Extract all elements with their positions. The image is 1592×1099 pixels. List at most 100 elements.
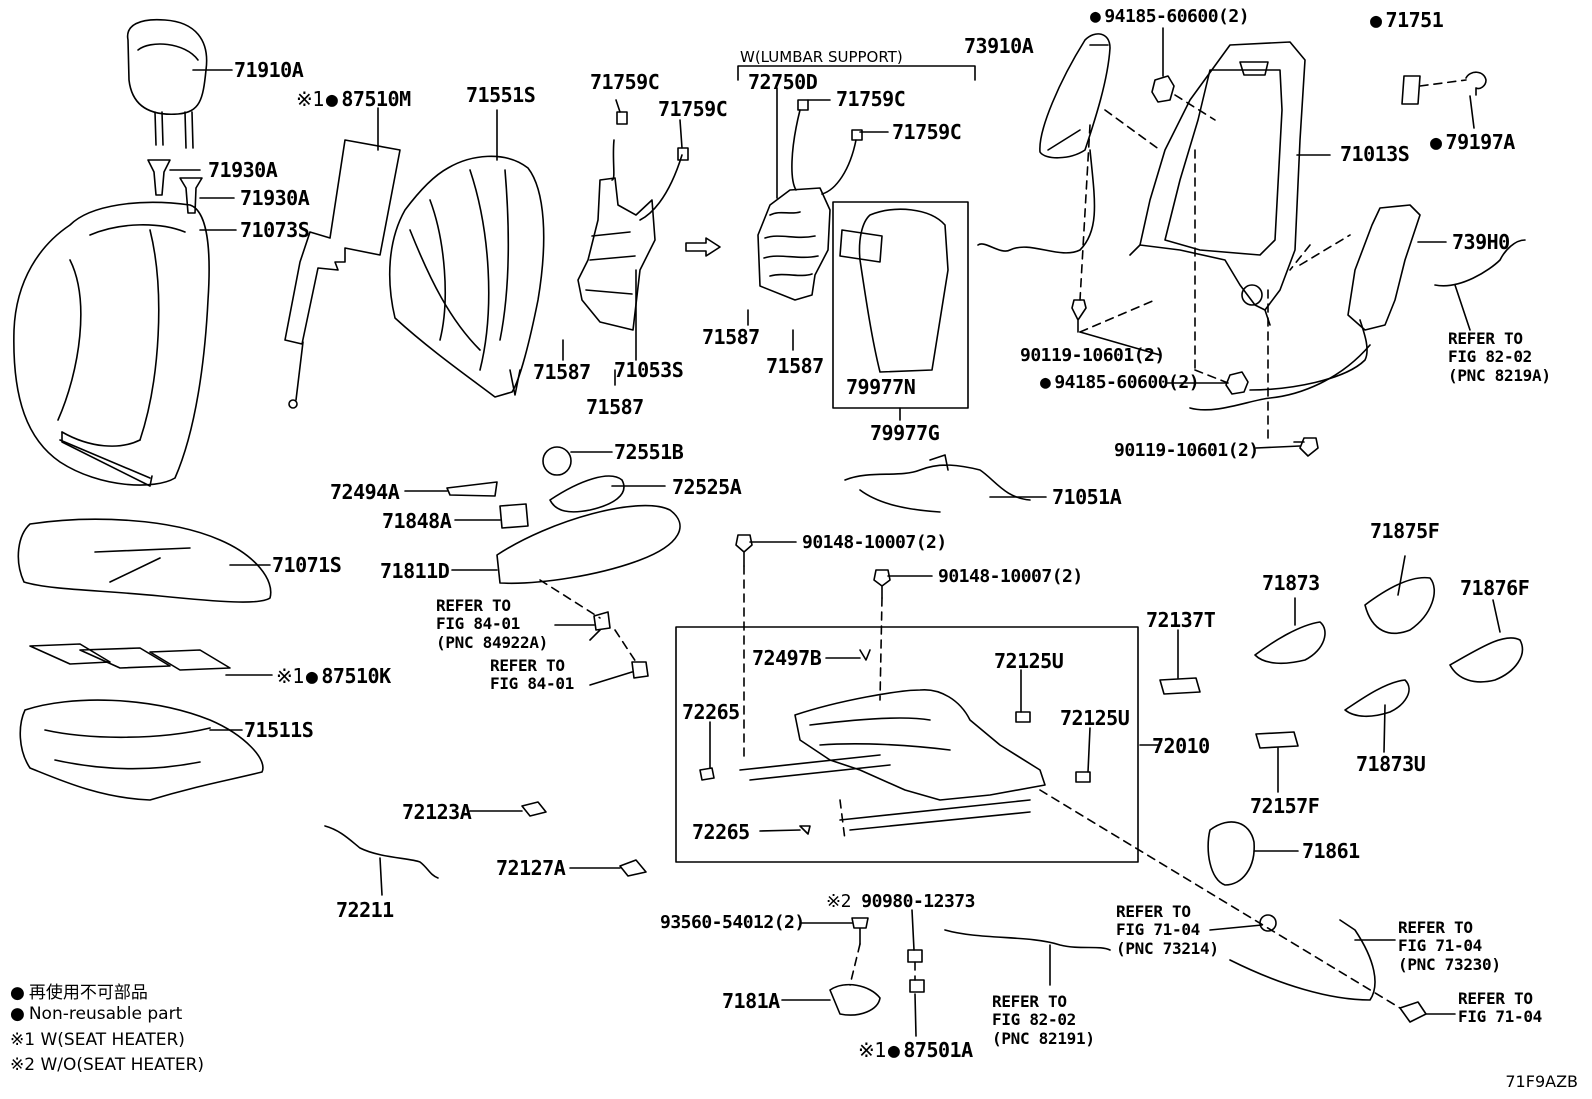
cover-72157F-shape	[1255, 731, 1299, 749]
seat-heater-cushion-shape	[29, 643, 231, 671]
figure-code: 71F9AZB	[1505, 1072, 1578, 1091]
lumbar-frame-shape	[577, 111, 689, 361]
cushion-cover-shape	[17, 518, 272, 603]
note-mark-1: ※1	[296, 87, 324, 111]
headrest-shape	[126, 18, 208, 149]
part-label-71053S: 71053S	[614, 358, 684, 382]
part-label-72010: 72010	[1152, 734, 1210, 758]
part-label-71751: 71751	[1370, 8, 1444, 32]
part-label-71873U: 71873U	[1356, 752, 1426, 776]
part-label-72125U-2: 72125U	[1060, 706, 1130, 730]
part-label-71759C-4: 71759C	[892, 120, 962, 144]
refer-note-84-01: REFER TO FIG 84-01	[490, 656, 574, 694]
part-label-93560: 93560-54012(2)	[660, 912, 805, 933]
part-label-79977N: 79977N	[846, 375, 916, 399]
part-label-72265-2: 72265	[692, 820, 750, 844]
note-mark-1: ※1	[858, 1038, 886, 1062]
cushion-cover-detail	[94, 547, 191, 583]
back-pad-shape	[388, 155, 545, 398]
part-label-94185-mid: 94185-60600(2)	[1040, 372, 1200, 393]
cover-71848A-shape	[499, 503, 529, 529]
bolt-shape	[1071, 299, 1087, 333]
screw-shape	[631, 661, 649, 679]
part-label-90148-1: 90148-10007(2)	[802, 532, 947, 553]
cover-71873-shape	[1254, 621, 1326, 665]
nut-shape	[1151, 75, 1175, 103]
cover-71876F-shape	[1449, 637, 1524, 683]
part-label-71071S: 71071S	[272, 553, 342, 577]
nut-shape-2	[1225, 371, 1249, 395]
harness-shape	[1189, 344, 1371, 411]
refer-note-71-04: REFER TO FIG 71-04	[1458, 989, 1542, 1027]
part-label-71051A: 71051A	[1052, 485, 1122, 509]
cap-71861-shape	[1207, 821, 1255, 886]
part-label-71587-4: 71587	[586, 395, 644, 419]
part-label-72497B: 72497B	[752, 646, 822, 670]
harness-71051A-shape	[844, 454, 1031, 513]
part-label-71875F: 71875F	[1370, 519, 1440, 543]
legend-note-1: ※1 W(SEAT HEATER)	[10, 1030, 185, 1050]
part-label-71759C-1: 71759C	[590, 70, 660, 94]
non-reusable-dot-icon	[306, 664, 322, 688]
legend-note-2: ※2 W/O(SEAT HEATER)	[10, 1055, 205, 1075]
connector-shape	[907, 949, 925, 993]
part-label-71811D: 71811D	[380, 559, 450, 583]
cover-shape	[1401, 75, 1421, 105]
part-label-72127A: 72127A	[496, 856, 566, 880]
seat-adjuster-shape	[699, 649, 1091, 835]
part-label-90119-2: 90119-10601(2)	[1114, 440, 1259, 461]
part-label-87510K: ※187510K	[276, 664, 391, 688]
part-label-72551B: 72551B	[614, 440, 684, 464]
clip-shape	[1465, 71, 1487, 96]
lever-72525A-shape	[549, 475, 625, 513]
note-mark-1: ※1	[276, 664, 304, 688]
lumbar-assembly-shape	[757, 87, 863, 301]
clip-72123A-shape	[521, 801, 547, 817]
refer-note-82-02-82191: REFER TO FIG 82-02 (PNC 82191)	[992, 992, 1095, 1048]
part-label-73910A: 73910A	[964, 34, 1034, 58]
clip-72127A-shape	[619, 859, 647, 877]
non-reusable-dot-icon	[10, 983, 29, 1003]
harness-bottom-shape	[944, 929, 1111, 951]
non-reusable-dot-icon	[1370, 8, 1386, 32]
guide-shape	[147, 159, 171, 196]
screw-93560-shape	[851, 917, 869, 945]
part-label-87501A: ※187501A	[858, 1038, 973, 1062]
part-label-72123A: 72123A	[402, 800, 472, 824]
non-reusable-dot-icon	[1040, 372, 1054, 393]
switch-shape	[593, 611, 611, 631]
cushion-pad-shape	[19, 699, 264, 801]
part-label-71587-3: 71587	[766, 354, 824, 378]
cover-72494A-shape	[446, 481, 498, 497]
non-reusable-dot-icon	[1430, 130, 1446, 154]
part-label-71930A-1: 71930A	[208, 158, 278, 182]
part-label-79977G: 79977G	[870, 421, 940, 445]
part-label-7181A: 7181A	[722, 989, 780, 1013]
shield-71811D-shape	[496, 504, 681, 585]
side-airbag-shape	[977, 33, 1111, 254]
part-label-71511S: 71511S	[244, 718, 314, 742]
switch-7181A-shape	[829, 983, 881, 1016]
seatback-cover-shape	[13, 201, 210, 487]
part-label-71876F: 71876F	[1460, 576, 1530, 600]
part-label-71013S: 71013S	[1340, 142, 1410, 166]
part-label-72137T: 72137T	[1146, 608, 1216, 632]
part-label-71587-1: 71587	[533, 360, 591, 384]
wire-72211-shape	[324, 825, 439, 879]
cushion-pad-detail	[44, 727, 211, 770]
part-label-72494A: 72494A	[330, 480, 400, 504]
bolt-90148-shape	[735, 534, 753, 567]
refer-note-71-04-73214: REFER TO FIG 71-04 (PNC 73214)	[1116, 902, 1219, 958]
refer-note-84-01-84922A: REFER TO FIG 84-01 (PNC 84922A)	[436, 596, 548, 652]
part-label-90148-2: 90148-10007(2)	[938, 566, 1083, 587]
part-label-71587-2: 71587	[702, 325, 760, 349]
part-label-71910A: 71910A	[234, 58, 304, 82]
non-reusable-dot-icon	[888, 1038, 904, 1062]
seat-heater-back-shape	[284, 139, 401, 409]
lumbar-group-title: W(LUMBAR SUPPORT)	[740, 48, 903, 66]
part-label-71759C-2: 71759C	[658, 97, 728, 121]
lumbar-bracket-shape	[737, 65, 976, 81]
leader-lines	[169, 27, 1501, 1037]
part-label-71848A: 71848A	[382, 509, 452, 533]
